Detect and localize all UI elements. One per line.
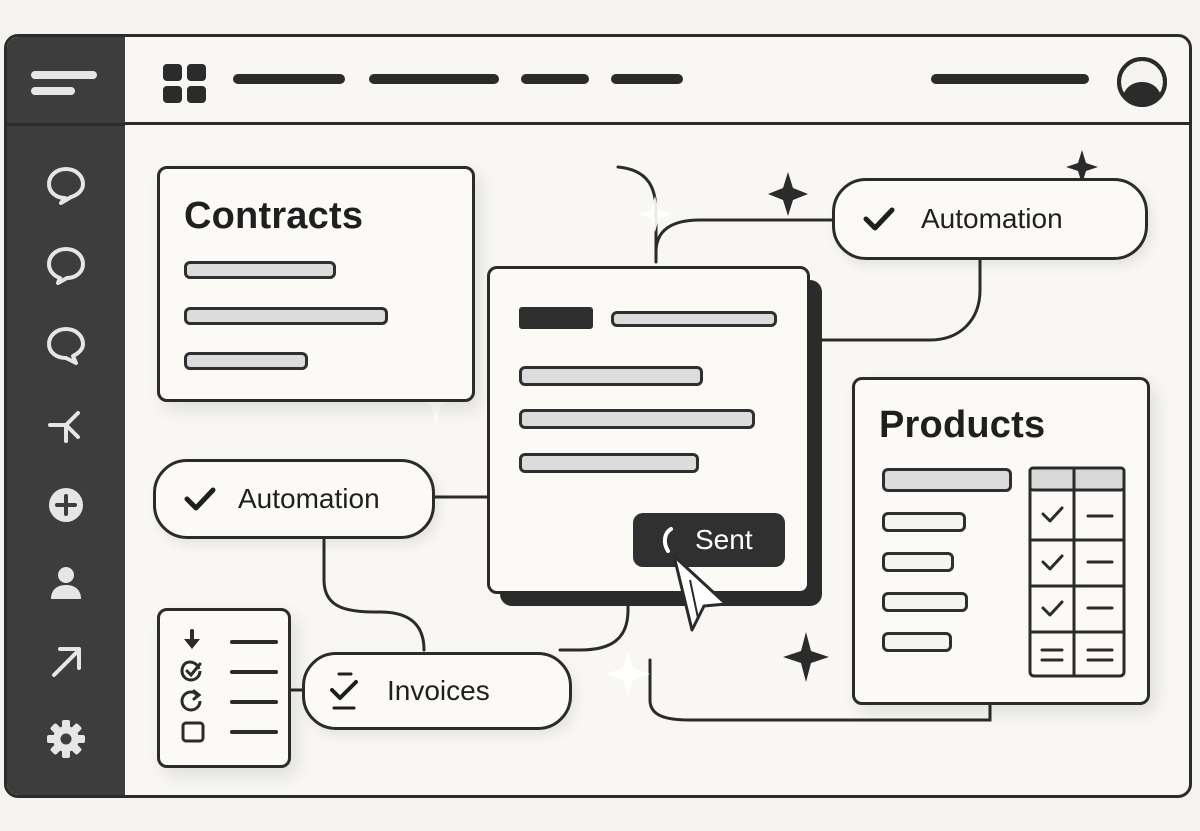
nav-link[interactable] bbox=[611, 74, 683, 84]
cursor-icon bbox=[672, 554, 728, 632]
connector-line bbox=[654, 218, 834, 254]
download-arrow-icon bbox=[184, 629, 200, 649]
text-placeholder bbox=[882, 468, 1012, 492]
menu-icon[interactable] bbox=[29, 65, 101, 105]
checklist-card[interactable] bbox=[157, 608, 291, 768]
plus-circle-icon[interactable] bbox=[46, 485, 86, 525]
header-block bbox=[519, 307, 593, 329]
checkmark-icon bbox=[863, 207, 895, 231]
connector-line bbox=[558, 594, 630, 652]
avatar-icon[interactable] bbox=[1115, 55, 1169, 109]
text-placeholder bbox=[184, 261, 336, 279]
connector-line bbox=[648, 658, 992, 722]
chat-bubble-icon[interactable] bbox=[46, 325, 86, 365]
sparkle-icon bbox=[1066, 150, 1098, 184]
text-placeholder bbox=[519, 453, 699, 473]
sparkle-icon bbox=[606, 650, 650, 698]
sent-button[interactable]: Sent bbox=[633, 513, 785, 567]
checklist-items bbox=[180, 629, 278, 743]
top-bar bbox=[125, 37, 1189, 125]
text-placeholder bbox=[184, 352, 308, 370]
invoices-chip[interactable]: Invoices bbox=[302, 652, 572, 730]
automation-chip-top[interactable]: Automation bbox=[832, 178, 1148, 260]
contracts-title: Contracts bbox=[184, 195, 364, 237]
text-placeholder bbox=[519, 366, 703, 386]
gear-icon[interactable] bbox=[46, 719, 86, 759]
chat-bubble-icon[interactable] bbox=[46, 245, 86, 285]
sparkle-icon bbox=[638, 196, 672, 232]
product-table bbox=[1028, 466, 1126, 678]
text-placeholder bbox=[519, 409, 755, 429]
check-circle-icon bbox=[180, 660, 202, 682]
text-placeholder bbox=[611, 311, 777, 327]
text-placeholder bbox=[882, 632, 952, 652]
products-card[interactable]: Products bbox=[852, 377, 1150, 705]
connector-line bbox=[322, 538, 426, 652]
refresh-icon bbox=[180, 689, 202, 712]
sparkle-icon bbox=[768, 172, 808, 216]
automation-label: Automation bbox=[921, 203, 1063, 234]
text-placeholder bbox=[882, 552, 954, 572]
automation-chip-left[interactable]: Automation bbox=[153, 459, 435, 539]
invoices-label: Invoices bbox=[387, 675, 490, 706]
user-icon[interactable] bbox=[46, 563, 86, 603]
text-placeholder bbox=[184, 307, 388, 325]
chat-bubble-icon[interactable] bbox=[46, 165, 86, 205]
nav-link[interactable] bbox=[369, 74, 499, 84]
nav-link[interactable] bbox=[233, 74, 345, 84]
connector-line bbox=[818, 258, 982, 342]
sidebar-divider bbox=[7, 123, 125, 126]
spinner-icon bbox=[662, 527, 673, 553]
nav-link[interactable] bbox=[521, 74, 589, 84]
text-placeholder bbox=[882, 592, 968, 612]
arrow-up-right-icon[interactable] bbox=[46, 641, 86, 681]
branch-icon[interactable] bbox=[46, 407, 86, 447]
sidebar bbox=[7, 37, 125, 795]
text-placeholder bbox=[882, 512, 966, 532]
sent-label: Sent bbox=[695, 524, 753, 555]
checklist-icon bbox=[330, 672, 358, 710]
checkbox-icon bbox=[181, 721, 205, 743]
checkmark-icon bbox=[184, 487, 216, 511]
contracts-card[interactable]: Contracts bbox=[157, 166, 475, 402]
grid-icon[interactable] bbox=[161, 64, 209, 104]
sparkle-icon bbox=[783, 632, 829, 682]
automation-label: Automation bbox=[238, 483, 380, 514]
products-title: Products bbox=[879, 404, 1046, 446]
search-bar[interactable] bbox=[931, 74, 1089, 84]
